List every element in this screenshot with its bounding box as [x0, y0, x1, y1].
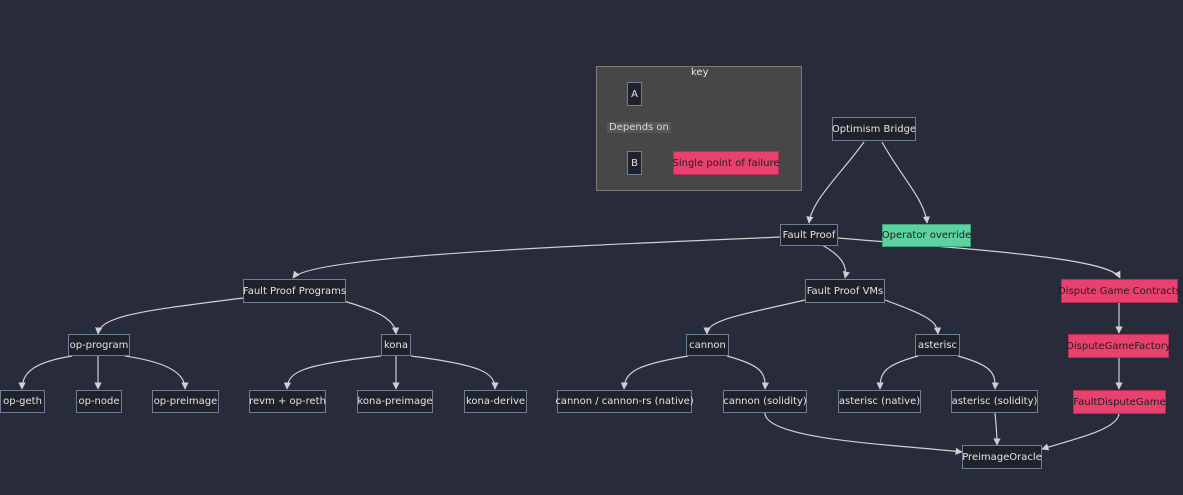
node-revm-op-reth[interactable]: revm + op-reth — [249, 390, 326, 413]
edge-fault-proof-to-dispute-contracts — [837, 237, 1121, 279]
edge-programs-to-op-program — [95, 297, 244, 335]
key-spof-node: Single point of failure — [673, 151, 780, 175]
node-kona-preimage[interactable]: kona-preimage — [357, 390, 433, 413]
node-fault-proof-vms[interactable]: Fault Proof VMs — [805, 279, 885, 303]
node-preimage-oracle[interactable]: PreimageOracle — [962, 445, 1042, 469]
edge-cannon-to-cannon-native — [620, 355, 689, 390]
node-dispute-game-factory[interactable]: DisputeGameFactory — [1066, 334, 1171, 358]
key-title: key — [691, 67, 709, 78]
key-node-a: A — [627, 82, 642, 106]
node-asterisc-native[interactable]: asterisc (native) — [838, 390, 921, 413]
node-op-program[interactable]: op-program — [68, 334, 130, 356]
edge-vms-to-cannon — [703, 299, 806, 335]
edge-bridge-to-operator-override — [881, 141, 931, 224]
node-kona[interactable]: kona — [381, 334, 411, 356]
node-fault-proof[interactable]: Fault Proof — [780, 224, 838, 246]
node-asterisc[interactable]: asterisc — [915, 334, 960, 356]
edge-asterisc-solidity-to-oracle — [993, 412, 1001, 446]
node-op-preimage[interactable]: op-preimage — [152, 390, 219, 413]
node-cannon[interactable]: cannon — [686, 334, 729, 356]
node-operator-override[interactable]: Operator override — [882, 224, 971, 247]
edge-vms-to-asterisc — [884, 299, 942, 335]
node-fault-dispute-game[interactable]: FaultDisputeGame — [1073, 390, 1166, 414]
node-dispute-game-contracts[interactable]: Dispute Game Contracts — [1058, 279, 1181, 303]
edge-cannon-solidity-to-oracle — [764, 412, 963, 455]
node-asterisc-solidity[interactable]: asterisc (solidity) — [951, 390, 1038, 413]
node-cannon-solidity[interactable]: cannon (solidity) — [723, 390, 807, 413]
node-fault-proof-programs[interactable]: Fault Proof Programs — [243, 279, 346, 303]
edge-asterisc-to-asterisc-solidity — [957, 355, 999, 390]
node-op-node[interactable]: op-node — [76, 390, 122, 413]
edge-fault-proof-to-vms — [821, 244, 850, 279]
edge-kona-to-kona-derive — [410, 355, 499, 390]
edge-cannon-to-cannon-solidity — [726, 355, 769, 390]
edge-bridge-to-fault-proof — [806, 141, 865, 224]
node-cannon-native[interactable]: cannon / cannon-rs (native) — [555, 390, 694, 413]
node-kona-derive[interactable]: kona-derive — [464, 390, 527, 413]
edge-fault-proof-to-programs — [292, 236, 782, 279]
edge-kona-to-revm — [283, 355, 382, 390]
node-op-geth[interactable]: op-geth — [0, 390, 45, 413]
node-optimism-bridge[interactable]: Optimism Bridge — [832, 117, 916, 141]
key-edge-label: Depends on — [607, 122, 671, 133]
edge-fault-dispute-game-to-oracle — [1041, 412, 1120, 451]
edge-programs-to-kona — [339, 299, 400, 335]
edge-asterisc-to-asterisc-native — [876, 355, 919, 390]
key-node-b: B — [627, 151, 642, 175]
edge-op-program-to-op-geth — [18, 355, 73, 390]
edge-op-program-to-op-preimage — [124, 355, 189, 390]
